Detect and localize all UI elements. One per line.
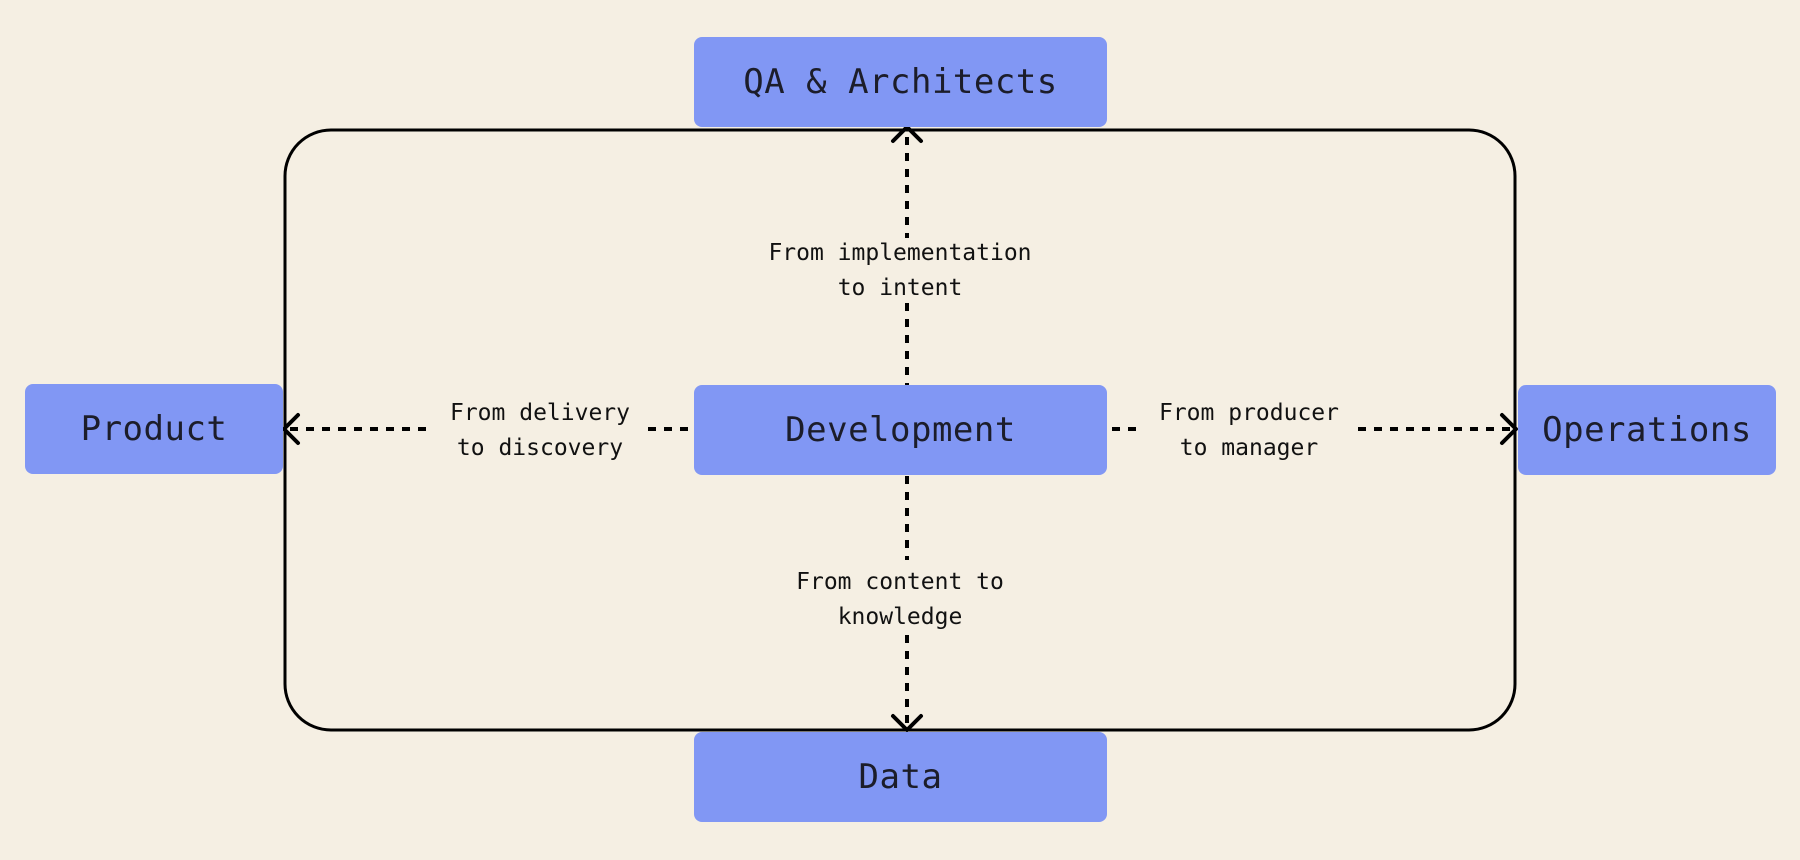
edge-label-to-operations: From producer to manager (1138, 396, 1360, 466)
edge-label-to-data-line1: From content to (796, 569, 1004, 595)
edge-label-to-operations-line1: From producer (1158, 400, 1339, 426)
node-data[interactable]: Data (694, 732, 1107, 822)
node-qa-architects[interactable]: QA & Architects (694, 37, 1107, 127)
edge-label-to-product-line2: to discovery (456, 435, 624, 461)
edge-label-to-data: From content to knowledge (760, 565, 1040, 635)
edge-label-to-product: From delivery to discovery (430, 396, 650, 466)
arrowhead-right-icon (1500, 413, 1518, 445)
node-development[interactable]: Development (694, 385, 1107, 475)
node-operations[interactable]: Operations (1518, 385, 1776, 475)
edge-label-to-product-line1: From delivery (449, 400, 630, 426)
node-product[interactable]: Product (25, 384, 283, 474)
edge-label-to-qa-line1: From implementation (768, 240, 1032, 266)
arrowhead-up-icon (891, 125, 923, 143)
arrowhead-left-icon (282, 413, 300, 445)
edge-label-to-data-line2: knowledge (837, 604, 963, 630)
edge-label-to-qa-line2: to intent (837, 275, 963, 301)
arrowhead-down-icon (891, 714, 923, 732)
edge-label-to-operations-line2: to manager (1179, 435, 1319, 461)
edge-label-to-qa: From implementation to intent (740, 236, 1060, 306)
